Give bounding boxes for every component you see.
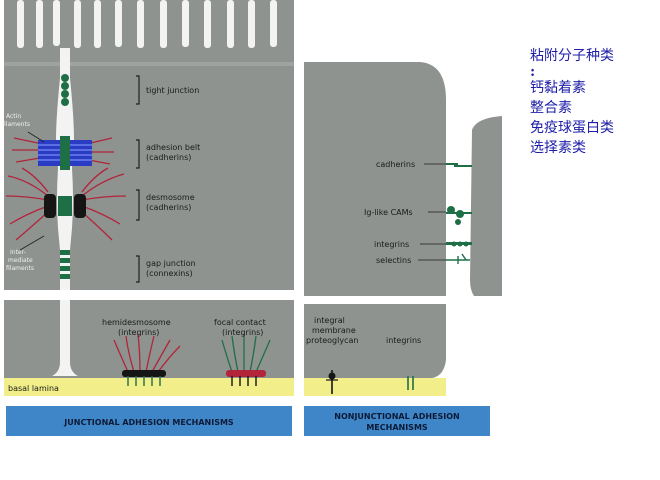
label-actin: Actin bbox=[6, 113, 21, 120]
label-adhesion-belt: adhesion belt bbox=[146, 143, 200, 152]
nonjunctional-banner bbox=[304, 406, 490, 436]
label-membrane: membrane bbox=[312, 326, 356, 335]
label-desmosome: desmosome bbox=[146, 193, 195, 202]
label-integrins-bottom: integrins bbox=[386, 336, 421, 345]
label-integrins: integrins bbox=[374, 240, 409, 249]
label-adhesion-belt-protein: (cadherins) bbox=[146, 153, 191, 162]
label-hemidesmosome-protein: (integrins) bbox=[118, 328, 159, 337]
label-proteoglycan: proteoglycan bbox=[306, 336, 358, 345]
label-inter: Inter- bbox=[10, 249, 26, 256]
label-cadherins: cadherins bbox=[376, 160, 415, 169]
label-filaments: filaments bbox=[6, 265, 34, 272]
right-cell-upper bbox=[470, 116, 502, 296]
label-selectins: selectins bbox=[376, 256, 411, 265]
gap-junction bbox=[60, 250, 70, 279]
selectin-molecule bbox=[446, 253, 470, 264]
label-gap-junction-protein: (connexins) bbox=[146, 269, 193, 278]
basal-cell-area bbox=[4, 300, 294, 380]
divider-band bbox=[4, 290, 294, 300]
basal-lamina bbox=[4, 378, 294, 396]
note-item-selectin: 选择素类 bbox=[530, 140, 586, 156]
note-colon: : bbox=[530, 64, 536, 80]
label-hemidesmosome: hemidesmosome bbox=[102, 318, 171, 327]
cadherin-molecule bbox=[446, 163, 472, 167]
nonjunctional-leaders bbox=[418, 163, 446, 261]
label-actin-filaments: filaments bbox=[2, 121, 30, 128]
desmosome bbox=[44, 194, 86, 218]
proteoglycan-molecule bbox=[326, 370, 338, 394]
nonjunctional-banner-line2: MECHANISMS bbox=[366, 423, 428, 432]
right-basal-lamina bbox=[304, 378, 446, 396]
nonjunctional-panel: cadherins Ig-like CAMs integrins selecti… bbox=[304, 62, 502, 436]
lower-intercellular-space bbox=[52, 300, 78, 376]
hemidesmosome bbox=[113, 333, 181, 386]
ig-like-cam-molecule bbox=[446, 206, 472, 225]
integrin-bottom-molecule bbox=[407, 376, 414, 390]
label-desmosome-protein: (cadherins) bbox=[146, 203, 191, 212]
nonjunctional-molecules bbox=[446, 163, 472, 264]
junctional-labels: tight junction adhesion belt (cadherins)… bbox=[8, 86, 266, 393]
note-item-cadherin: 钙黏着素 bbox=[530, 80, 586, 96]
nonjunctional-banner-line1: NONJUNCTIONAL ADHESION bbox=[334, 412, 459, 421]
nonjunctional-labels: cadherins Ig-like CAMs integrins selecti… bbox=[306, 160, 421, 345]
label-integral: integral bbox=[314, 316, 345, 325]
adhesion-diagram: tight junction adhesion belt (cadherins)… bbox=[0, 0, 502, 440]
left-cell-upper bbox=[304, 62, 446, 296]
note-title: 粘附分子种类 bbox=[530, 48, 614, 64]
adhesion-molecule-types-note: 粘附分子种类 : 钙黏着素 整合素 免疫球蛋白类 选择素类 bbox=[530, 46, 655, 158]
note-item-integrin: 整合素 bbox=[530, 100, 572, 116]
focal-contact bbox=[221, 334, 271, 386]
label-focal-contact: focal contact bbox=[214, 318, 266, 327]
microvilli bbox=[4, 0, 294, 66]
adhesion-belt bbox=[38, 136, 92, 170]
label-gap-junction: gap junction bbox=[146, 259, 196, 268]
filament-labels: Actin filaments Inter- mediate filaments bbox=[2, 113, 34, 272]
lower-cell bbox=[304, 304, 446, 378]
junctional-banner bbox=[6, 406, 292, 436]
junctional-panel: tight junction adhesion belt (cadherins)… bbox=[0, 0, 296, 440]
label-ig-like-cams: Ig-like CAMs bbox=[364, 208, 413, 217]
label-brackets bbox=[136, 75, 140, 283]
label-tight-junction: tight junction bbox=[146, 86, 199, 95]
junctional-banner-text: JUNCTIONAL ADHESION MECHANISMS bbox=[63, 418, 234, 427]
label-focal-contact-protein: (integrins) bbox=[222, 328, 263, 337]
integrin-molecule bbox=[446, 241, 472, 247]
label-basal-lamina: basal lamina bbox=[8, 384, 59, 393]
note-item-ig-superfamily: 免疫球蛋白类 bbox=[530, 120, 614, 136]
tight-junction-beads bbox=[61, 74, 69, 106]
label-mediate: mediate bbox=[8, 257, 33, 264]
